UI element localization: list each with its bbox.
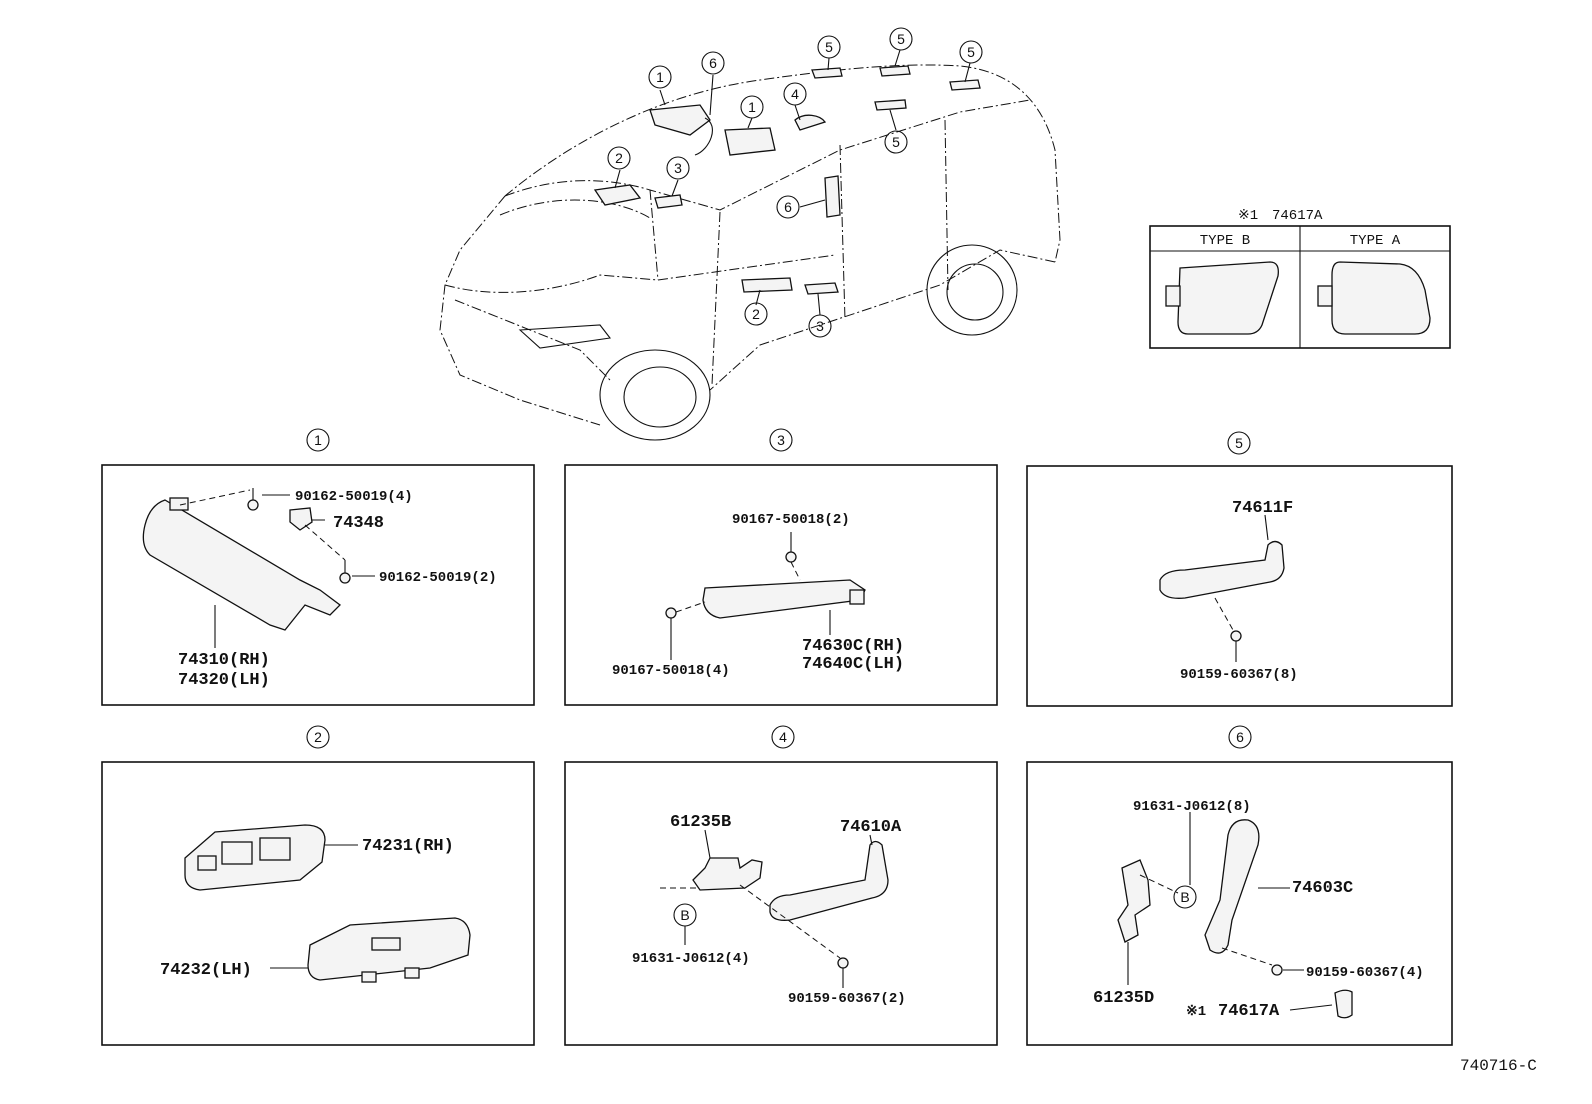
variant-box: ※1 74617A TYPE B TYPE A	[1149, 208, 1451, 349]
sun-visor-part	[142, 499, 341, 631]
label-74320-lh: 74320(LH)	[178, 671, 270, 690]
svg-text:3: 3	[674, 160, 682, 176]
svg-text:6: 6	[709, 55, 717, 71]
handle-74610a-part	[769, 840, 889, 921]
svg-text:6: 6	[1236, 729, 1244, 745]
label-74603c: 74603C	[1292, 879, 1353, 898]
label-90159-60367-4: 90159-60367(4)	[1306, 965, 1424, 981]
group-header-5: 5	[1227, 431, 1251, 455]
label-61235d: 61235D	[1093, 989, 1154, 1008]
group-header-1: 1	[306, 428, 330, 452]
panel-switch-bezel: 74231(RH) 74232(LH)	[101, 761, 535, 1046]
svg-text:5: 5	[892, 134, 900, 150]
svg-text:4: 4	[791, 86, 799, 102]
svg-text:5: 5	[897, 31, 905, 47]
svg-text:5: 5	[825, 39, 833, 55]
label-90167-50018-4: 90167-50018(4)	[612, 663, 730, 679]
variant-note-mark: ※1	[1238, 208, 1258, 224]
van-callout: 5	[817, 35, 841, 59]
panel-grab-handle: 74611F 90159-60367(8)	[1026, 465, 1453, 707]
van-callout: 2	[607, 146, 631, 170]
svg-text:1: 1	[314, 432, 322, 448]
label-90167-50018-2: 90167-50018(2)	[732, 512, 850, 528]
svg-text:1: 1	[656, 69, 664, 85]
type-a-label: TYPE A	[1350, 233, 1401, 249]
label-note-mark: ※1	[1186, 1004, 1206, 1020]
label-91631-j0612-8: 91631-J0612(8)	[1133, 799, 1251, 815]
label-74611f: 74611F	[1232, 499, 1293, 518]
svg-text:2: 2	[752, 306, 760, 322]
svg-text:6: 6	[784, 199, 792, 215]
van-callout: 1	[740, 95, 764, 119]
svg-text:5: 5	[967, 44, 975, 60]
label-74348: 74348	[333, 514, 384, 533]
van-callout: 3	[666, 156, 690, 180]
cover-74617a-part	[1334, 989, 1353, 1019]
group-header-6: 6	[1228, 725, 1252, 749]
label-90162-50019-4: 90162-50019(4)	[295, 489, 413, 505]
van-callout: 5	[959, 40, 983, 64]
label-b-callout: B	[680, 907, 689, 923]
group-header-4: 4	[771, 725, 795, 749]
panel-rear-grip: 91631-J0612(8) B 74603C 90159-60367(4) 6…	[1026, 761, 1453, 1046]
type-a-cover-shape	[1331, 261, 1431, 335]
label-74231-rh: 74231(RH)	[362, 837, 454, 856]
van-callouts: 1 6 1 2 3 4 5 5 5 5 6 2 3	[607, 27, 983, 338]
type-b-label: TYPE B	[1200, 233, 1250, 249]
van-callout: 3	[808, 314, 832, 338]
label-90159-60367-2: 90159-60367(2)	[788, 991, 906, 1007]
svg-text:2: 2	[615, 150, 623, 166]
panel-sun-visor: 90162-50019(4) 74348 90162-50019(2) 7431…	[101, 464, 535, 706]
label-74630c-rh: 74630C(RH)	[802, 637, 904, 656]
group-header-2: 2	[306, 725, 330, 749]
variant-part-number: 74617A	[1272, 208, 1323, 224]
van-illustration	[439, 49, 1061, 441]
label-91631-j0612-4: 91631-J0612(4)	[632, 951, 750, 967]
label-90159-60367-8: 90159-60367(8)	[1180, 667, 1298, 683]
van-callout: 6	[776, 195, 800, 219]
van-callout: 1	[648, 65, 672, 89]
svg-text:5: 5	[1235, 435, 1243, 451]
svg-text:4: 4	[779, 729, 787, 745]
label-74610a: 74610A	[840, 818, 902, 837]
panel-handle-bracket: 61235B 74610A B 91631-J0612(4) 90159-603…	[564, 761, 998, 1046]
label-74310-rh: 74310(RH)	[178, 651, 270, 670]
group-header-3: 3	[769, 428, 793, 452]
grip-74603c-part	[1204, 819, 1260, 954]
label-74640c-lh: 74640C(LH)	[802, 655, 904, 674]
label-74617a: 74617A	[1218, 1002, 1280, 1021]
diagram-code: 740716-C	[1460, 1057, 1537, 1075]
type-b-cover-shape	[1177, 261, 1279, 335]
van-callout: 4	[783, 82, 807, 106]
label-74232-lh: 74232(LH)	[160, 961, 252, 980]
van-callout: 6	[701, 51, 725, 75]
bracket-61235b-part	[692, 857, 763, 891]
svg-text:1: 1	[748, 99, 756, 115]
van-callout: 5	[889, 27, 913, 51]
grab-handle-part	[1159, 540, 1285, 599]
bracket-61235d-part	[1117, 859, 1151, 943]
group-headers: 1 3 5 2 4 6	[306, 428, 1252, 749]
van-callout: 5	[884, 130, 908, 154]
svg-text:3: 3	[777, 432, 785, 448]
svg-text:3: 3	[816, 318, 824, 334]
panel-assist-grip: 90167-50018(2) 90167-50018(4) 74630C(RH)…	[564, 464, 998, 706]
label-61235b: 61235B	[670, 813, 731, 832]
van-callout: 2	[744, 302, 768, 326]
label-90162-50019-2: 90162-50019(2)	[379, 570, 497, 586]
svg-text:2: 2	[314, 729, 322, 745]
label-b-callout-6: B	[1180, 889, 1189, 905]
